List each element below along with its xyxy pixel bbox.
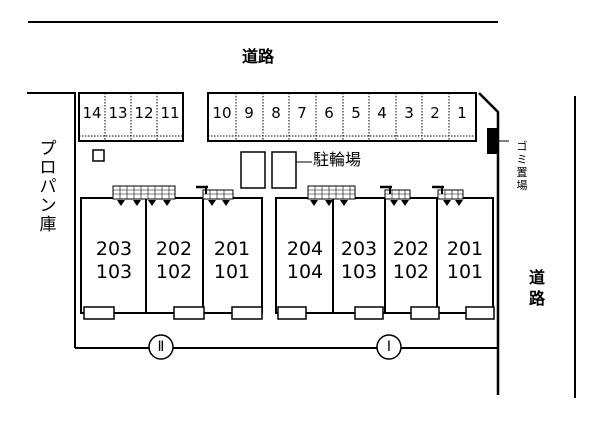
building-I xyxy=(275,185,495,320)
parking-slot-12: 12 xyxy=(134,104,154,122)
unit-upper: 204 xyxy=(286,238,324,260)
parking-slot-10: 10 xyxy=(212,104,232,122)
unit-lower: 103 xyxy=(340,261,378,283)
unit-upper: 201 xyxy=(213,238,251,260)
building-II xyxy=(80,185,263,320)
building-I-marker xyxy=(376,334,402,360)
parking-slot-2: 2 xyxy=(430,104,440,122)
unit-lower: 101 xyxy=(213,261,251,283)
site-boundary-left xyxy=(27,92,76,348)
right-road-label: 道路 xyxy=(528,268,545,308)
unit-upper: 201 xyxy=(446,238,484,260)
parking-slot-1: 1 xyxy=(457,104,467,122)
parking-slot-4: 4 xyxy=(377,104,387,122)
top-road-label: 道路 xyxy=(242,47,275,66)
unit-II-3: 201 101 xyxy=(207,238,257,284)
unit-I-3: 202 102 xyxy=(386,238,436,284)
propane-box xyxy=(92,149,105,162)
unit-II-1: 203 103 xyxy=(89,238,139,284)
garbage-area-label: ゴミ置場 xyxy=(516,140,528,192)
bicycle-stand-2 xyxy=(271,151,297,189)
unit-lower: 101 xyxy=(446,261,484,283)
bicycle-parking-label: 駐輪場 xyxy=(313,150,362,169)
parking-slot-9: 9 xyxy=(244,104,254,122)
unit-lower: 102 xyxy=(155,261,193,283)
parking-slot-13: 13 xyxy=(108,104,128,122)
unit-upper: 202 xyxy=(392,238,430,260)
parking-slot-7: 7 xyxy=(297,104,307,122)
unit-lower: 102 xyxy=(392,261,430,283)
site-boundary-right xyxy=(478,92,500,395)
unit-lower: 103 xyxy=(95,261,133,283)
unit-I-4: 201 101 xyxy=(440,238,490,284)
parking-slot-5: 5 xyxy=(351,104,361,122)
parking-block-right xyxy=(207,92,477,142)
garbage-box xyxy=(487,128,499,154)
unit-I-2: 203 103 xyxy=(334,238,384,284)
parking-slot-6: 6 xyxy=(324,104,334,122)
unit-lower: 104 xyxy=(286,261,324,283)
parking-slot-11: 11 xyxy=(160,104,180,122)
unit-I-1: 204 104 xyxy=(280,238,330,284)
unit-upper: 203 xyxy=(340,238,378,260)
parking-slot-8: 8 xyxy=(271,104,281,122)
building-I-label: Ⅰ xyxy=(386,339,392,355)
building-II-label: Ⅱ xyxy=(157,339,165,355)
parking-slot-3: 3 xyxy=(404,104,414,122)
unit-upper: 202 xyxy=(155,238,193,260)
unit-II-2: 202 102 xyxy=(149,238,199,284)
bicycle-stand-1 xyxy=(240,151,266,189)
propane-storage-label: プロパン庫 xyxy=(39,139,57,235)
unit-upper: 203 xyxy=(95,238,133,260)
building-II-marker xyxy=(148,334,174,360)
parking-slot-14: 14 xyxy=(82,104,102,122)
